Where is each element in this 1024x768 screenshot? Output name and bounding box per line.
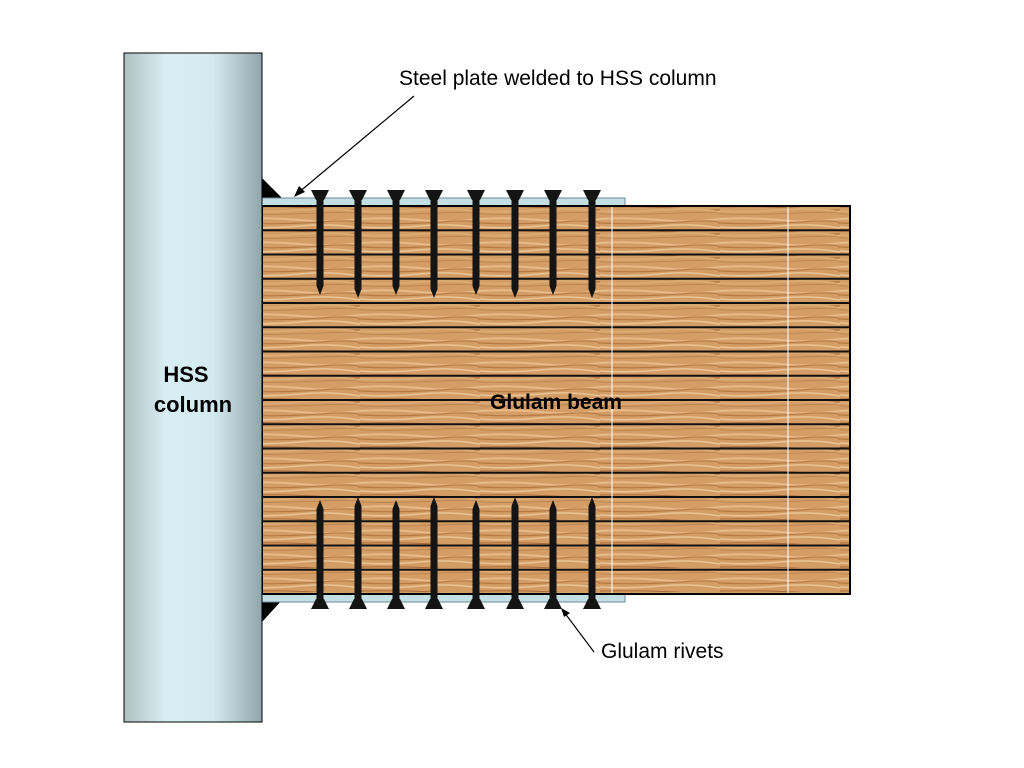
rivet-head <box>425 599 443 609</box>
rivet-tip <box>511 289 519 298</box>
rivet-shank <box>316 192 324 286</box>
rivet-head <box>387 599 405 609</box>
rivet-shank <box>472 192 480 286</box>
rivet-tip <box>472 500 480 509</box>
weld-top <box>262 178 282 198</box>
rivet-head <box>544 599 562 609</box>
plate-callout-arrowhead <box>294 186 305 197</box>
rivet-tip <box>316 286 324 295</box>
rivet-tip <box>588 289 596 298</box>
rivet-tip <box>392 286 400 295</box>
rivet-head <box>467 190 485 200</box>
rivet-shank <box>430 506 438 607</box>
rivet-shank <box>511 192 519 289</box>
rivet-head <box>311 190 329 200</box>
rivet-shank <box>354 506 362 607</box>
beam-label: Glulam beam <box>490 391 622 414</box>
column-label-line1: HSS <box>163 362 208 387</box>
rivet-head <box>583 599 601 609</box>
rivet-tip <box>316 500 324 509</box>
weld-bottom <box>262 600 282 622</box>
rivet-tip <box>392 500 400 509</box>
rivet-shank <box>549 509 557 607</box>
rivet-tip <box>511 497 519 506</box>
rivet-shank <box>472 509 480 607</box>
rivet-row-bottom <box>311 497 601 609</box>
rivet-tip <box>549 500 557 509</box>
rivet-callout-text: Glulam rivets <box>601 640 724 663</box>
rivet-shank <box>588 192 596 289</box>
rivet-shank <box>392 192 400 286</box>
rivet-tip <box>549 286 557 295</box>
rivet-head <box>467 599 485 609</box>
rivet-shank <box>549 192 557 286</box>
hss-column <box>123 52 263 723</box>
rivet-head <box>583 190 601 200</box>
rivet-callout-leader <box>563 611 595 653</box>
column-label: HSS column <box>154 362 232 417</box>
rivet-shank <box>588 506 596 607</box>
plate-callout-leader <box>297 95 415 194</box>
plate-callout-text: Steel plate welded to HSS column <box>399 67 717 90</box>
rivet-callout-arrowhead <box>561 608 570 617</box>
rivet-shank <box>392 509 400 607</box>
rivet-head <box>349 190 367 200</box>
rivet-tip <box>472 286 480 295</box>
rivet-tip <box>588 497 596 506</box>
rivet-shank <box>430 192 438 289</box>
rivet-head <box>311 599 329 609</box>
rivet-head <box>349 599 367 609</box>
rivet-head <box>425 190 443 200</box>
rivet-head <box>506 190 524 200</box>
column-label-line2: column <box>154 392 232 417</box>
rivet-head <box>544 190 562 200</box>
rivet-tip <box>354 289 362 298</box>
rivet-tip <box>430 497 438 506</box>
lamination-lines <box>262 229 850 571</box>
rivet-tip <box>430 289 438 298</box>
rivet-head <box>506 599 524 609</box>
rivet-tip <box>354 497 362 506</box>
rivet-row-top <box>311 190 601 298</box>
rivet-shank <box>316 509 324 607</box>
rivet-shank <box>354 192 362 289</box>
rivet-shank <box>511 506 519 607</box>
rivet-head <box>387 190 405 200</box>
